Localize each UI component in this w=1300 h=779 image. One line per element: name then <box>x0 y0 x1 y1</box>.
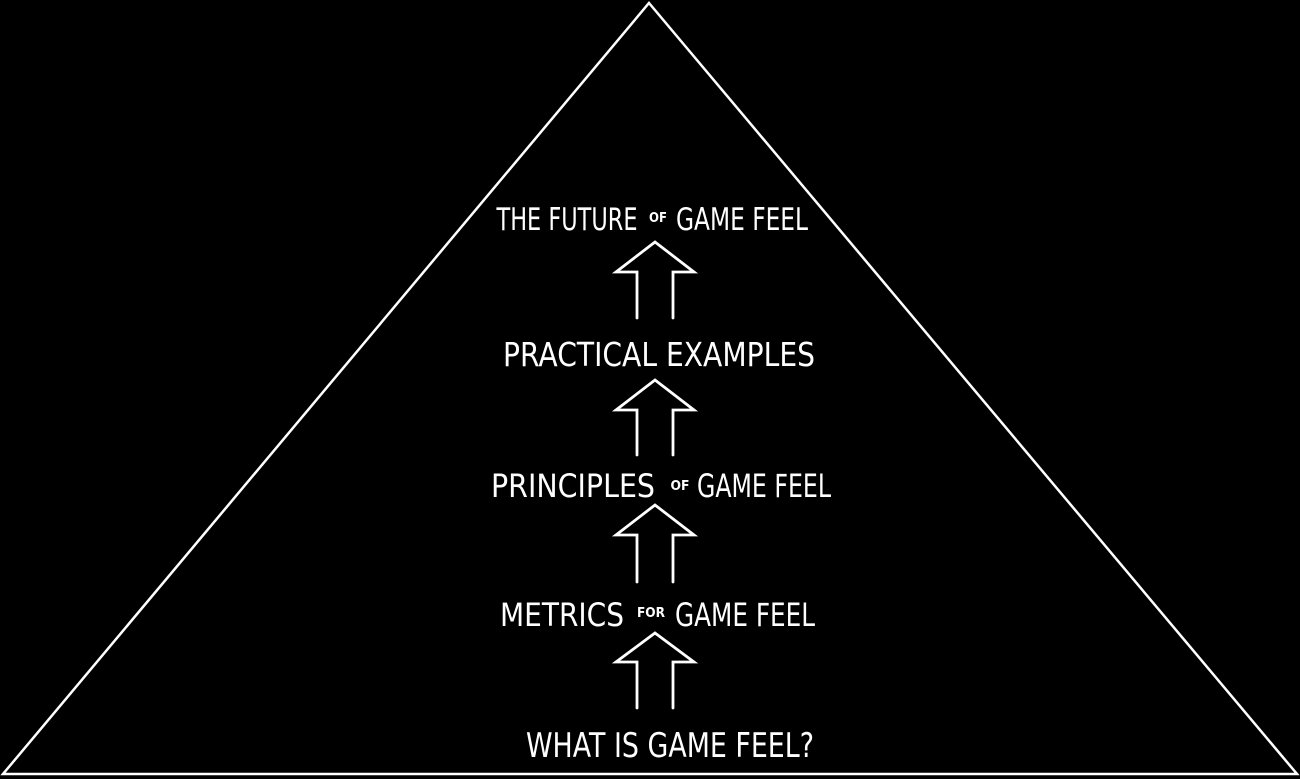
level-future-of-game-feel: THE FUTURE OF GAME FEEL <box>496 202 809 238</box>
level-principles-connector: OF <box>671 479 690 494</box>
level-what-is-game-feel: WHAT IS GAME FEEL? <box>526 726 814 766</box>
level-future-text-right: GAME FEEL <box>676 202 809 238</box>
level-metrics-text-left: METRICS <box>500 596 624 634</box>
level-principles-of-game-feel: PRINCIPLES OF GAME FEEL <box>491 467 831 505</box>
level-what-is-text: WHAT IS GAME FEEL? <box>526 726 814 766</box>
level-metrics-for-game-feel: METRICS FOR GAME FEEL <box>500 596 815 634</box>
arrow-to-practical <box>611 378 699 457</box>
level-principles-text-left: PRINCIPLES <box>491 467 655 505</box>
level-future-text-left: THE FUTURE <box>496 202 638 238</box>
level-practical-text: PRACTICAL EXAMPLES <box>503 335 815 374</box>
level-practical-examples: PRACTICAL EXAMPLES <box>503 335 815 374</box>
arrow-to-metrics <box>611 631 699 710</box>
arrow-to-future <box>611 240 699 320</box>
level-principles-text-right: GAME FEEL <box>697 467 831 505</box>
level-metrics-connector: FOR <box>637 606 665 621</box>
level-metrics-text-right: GAME FEEL <box>675 596 815 634</box>
level-future-connector: OF <box>649 211 667 226</box>
arrow-to-principles <box>611 503 699 584</box>
